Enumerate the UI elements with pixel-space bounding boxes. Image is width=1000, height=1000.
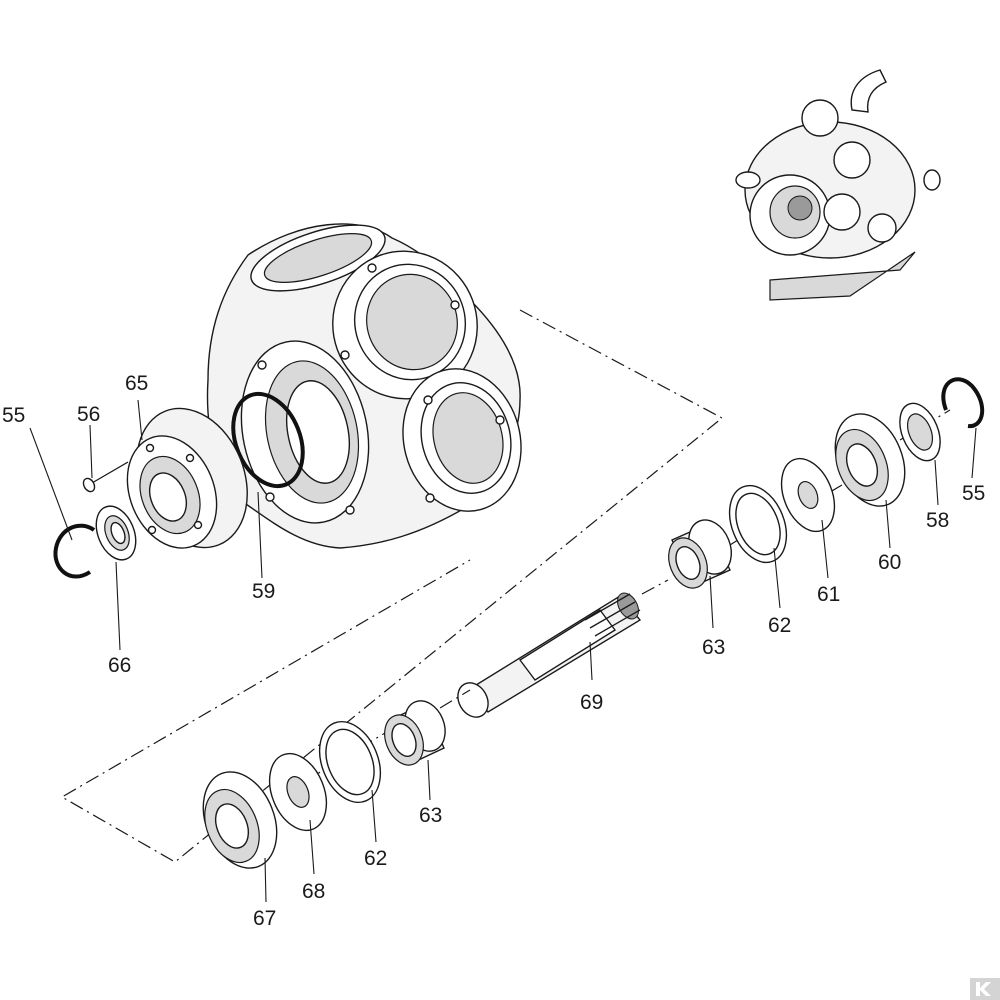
part-label-66: 66 bbox=[108, 654, 131, 677]
part-label-68: 68 bbox=[302, 880, 325, 903]
part-61-shim bbox=[780, 457, 836, 533]
part-66-seal-ring bbox=[95, 505, 137, 561]
part-label-61: 61 bbox=[817, 583, 840, 606]
part-58-seal bbox=[899, 402, 941, 462]
part-60-ball-bearing bbox=[834, 413, 906, 507]
part-label-63-lower: 63 bbox=[419, 804, 442, 827]
part-69-shaft bbox=[457, 592, 642, 718]
part-63-lower-needle-bearing bbox=[384, 700, 446, 766]
part-68-shim bbox=[268, 752, 328, 832]
part-label-59: 59 bbox=[252, 580, 275, 603]
part-label-62-lower: 62 bbox=[364, 847, 387, 870]
part-56-screw bbox=[82, 461, 129, 493]
part-label-55-right: 55 bbox=[962, 482, 985, 505]
pump-assembly-thumbnail bbox=[735, 69, 941, 301]
part-55-right-circlip bbox=[941, 377, 985, 429]
part-label-69: 69 bbox=[580, 691, 603, 714]
k-logo-icon bbox=[970, 978, 1000, 1000]
part-62-upper-ring bbox=[728, 484, 788, 564]
part-label-60: 60 bbox=[878, 551, 901, 574]
part-label-55-left: 55 bbox=[2, 404, 25, 427]
part-label-58: 58 bbox=[926, 509, 949, 532]
part-label-63-upper: 63 bbox=[702, 636, 725, 659]
part-label-65: 65 bbox=[125, 372, 148, 395]
part-59-o-ring bbox=[231, 391, 305, 489]
leader-lines bbox=[29, 399, 977, 903]
part-label-56: 56 bbox=[77, 403, 100, 426]
part-65-bearing-flange bbox=[126, 407, 248, 549]
pump-housing bbox=[206, 223, 522, 549]
part-labels: 55 56 65 66 59 63 62 61 60 58 55 69 63 6… bbox=[2, 372, 985, 930]
part-63-upper-needle-bearing bbox=[668, 519, 733, 589]
part-62-lower-ring bbox=[318, 720, 382, 804]
part-55-left-circlip bbox=[53, 523, 96, 579]
part-67-ball-bearing bbox=[202, 771, 278, 869]
part-label-62-upper: 62 bbox=[768, 614, 791, 637]
part-label-67: 67 bbox=[253, 907, 276, 930]
